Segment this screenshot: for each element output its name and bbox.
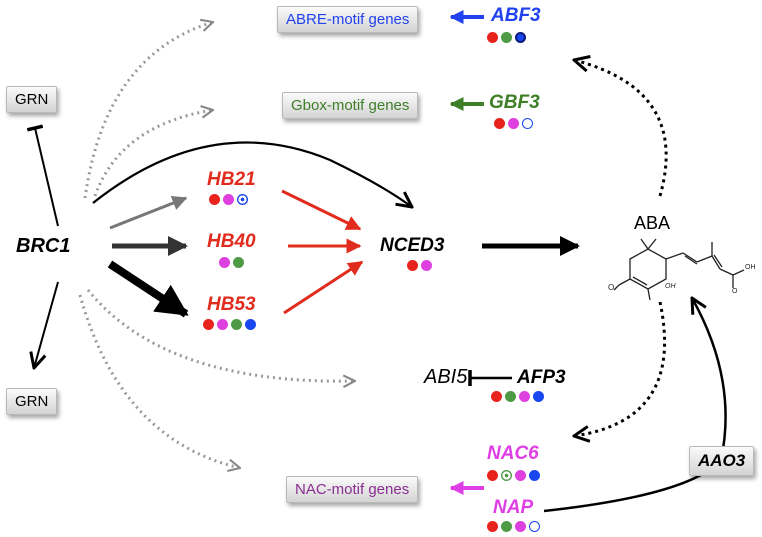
magenta-dot: [219, 257, 230, 268]
afp3-dots: [491, 391, 544, 402]
magenta-dot: [519, 391, 530, 402]
grn-top-box: GRN: [6, 86, 58, 113]
hb40-label: HB40: [207, 231, 256, 252]
nced3-label: NCED3: [380, 235, 445, 256]
green-dot: [505, 391, 516, 402]
edge-brc1-abre-dotted: [83, 22, 213, 199]
gbf3-label: GBF3: [489, 92, 540, 113]
nac6-dots: [487, 470, 540, 481]
aba-carboxyl-oh: OH: [745, 264, 756, 271]
aao3-box: AAO3: [689, 446, 755, 476]
afp3-label: AFP3: [517, 367, 566, 388]
red-dot: [491, 391, 502, 402]
edge-brc1-nced3: [92, 141, 412, 207]
green-dot: [501, 521, 512, 532]
edge-hb21-nced3: [281, 189, 362, 231]
hb21-label: HB21: [207, 169, 256, 190]
aba-keto-o: O: [608, 283, 615, 292]
hb21-dots: [209, 194, 248, 205]
aba-label: ABA: [634, 213, 671, 233]
red-dot: [487, 521, 498, 532]
nac6-label: NAC6: [487, 443, 539, 464]
magenta-dot: [515, 521, 526, 532]
magenta-dot: [217, 319, 228, 330]
hb53-label: HB53: [207, 294, 256, 315]
abf3-dots: [487, 32, 526, 43]
edge-brc1-gbox-dotted: [93, 110, 213, 197]
magenta-dot: [223, 194, 234, 205]
abre-genes-label: ABRE-motif genes: [286, 11, 410, 28]
blue-open-dot: [529, 521, 540, 532]
abi5-label: ABI5: [424, 366, 468, 388]
green-target-dot: [501, 470, 512, 481]
red-dot: [494, 118, 505, 129]
aba-oh-label: OH: [665, 283, 676, 290]
brc1-label: BRC1: [16, 235, 71, 257]
red-dot: [209, 194, 220, 205]
edge-nap-aao3-aba: [543, 298, 727, 513]
red-dot: [203, 319, 214, 330]
nap-dots: [487, 521, 540, 532]
magenta-dot: [515, 470, 526, 481]
green-dot: [233, 257, 244, 268]
blue-target-dot: [237, 194, 248, 205]
abf3-label: ABF3: [491, 5, 541, 26]
magenta-dot: [508, 118, 519, 129]
aba-structure: [613, 238, 745, 301]
grn-top-label: GRN: [15, 91, 49, 108]
gbox-genes-box: Gbox-motif genes: [282, 92, 419, 119]
edge-brc1-inhibits-grn: [26, 124, 59, 227]
blue-dot: [245, 319, 256, 330]
blue-ring-dot: [515, 32, 526, 43]
edge-brc1-hb21: [109, 195, 188, 230]
green-dot: [231, 319, 242, 330]
edge-aba-abf3-dotted: [574, 60, 668, 197]
edge-aba-nac6-dotted: [574, 301, 667, 436]
red-dot: [487, 470, 498, 481]
nac-genes-box: NAC-motif genes: [286, 476, 419, 503]
aba-carboxyl-o: O: [732, 288, 738, 295]
edge-hb53-nced3: [283, 260, 364, 315]
edge-brc1-afp3-dotted: [86, 289, 355, 381]
aao3-label: AAO3: [698, 451, 746, 470]
nac-genes-label: NAC-motif genes: [295, 481, 410, 498]
grn-bottom-box: GRN: [6, 388, 58, 415]
gbf3-dots: [494, 118, 533, 129]
edge-brc1-hb53: [107, 260, 189, 318]
gbox-genes-label: Gbox-motif genes: [291, 97, 410, 114]
grn-bottom-label: GRN: [15, 393, 49, 410]
nap-label: NAP: [493, 497, 534, 518]
red-dot: [487, 32, 498, 43]
abre-genes-box: ABRE-motif genes: [277, 6, 419, 33]
blue-dot: [533, 391, 544, 402]
edge-brc1-nac-dotted: [78, 294, 240, 468]
magenta-dot: [421, 260, 432, 271]
nced3-dots: [407, 260, 432, 271]
blue-open-dot: [522, 118, 533, 129]
green-dot: [501, 32, 512, 43]
red-dot: [407, 260, 418, 271]
hb40-dots: [219, 257, 244, 268]
edge-brc1-activates-grn: [34, 281, 59, 368]
hb53-dots: [203, 319, 256, 330]
blue-dot: [529, 470, 540, 481]
